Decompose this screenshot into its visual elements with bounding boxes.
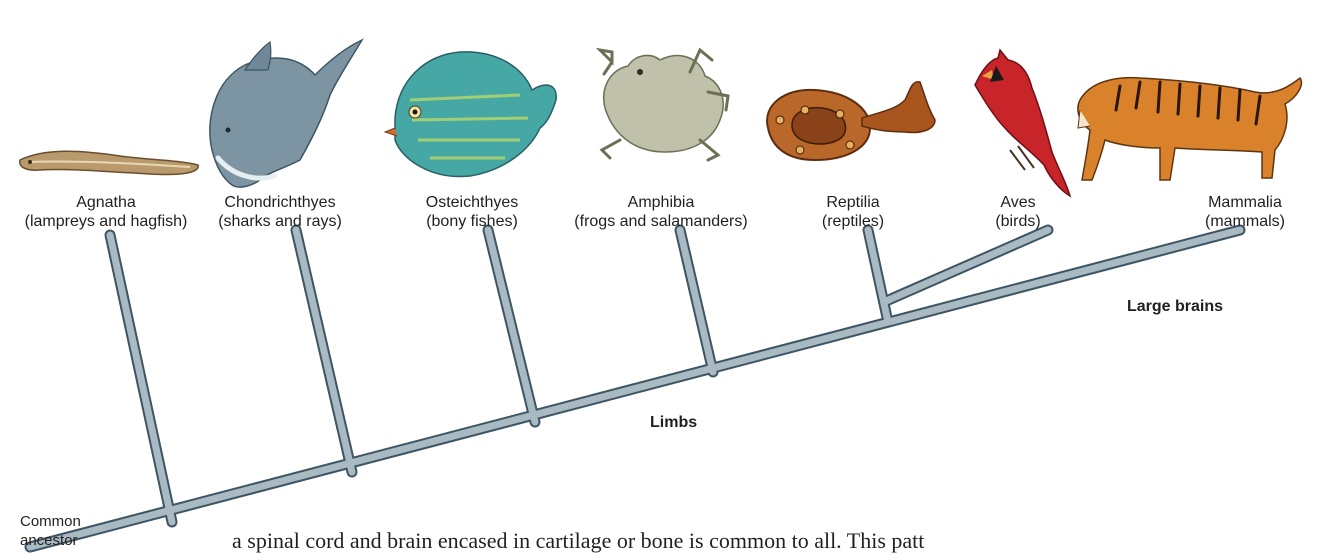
- taxon-common-name: (mammals): [1205, 212, 1285, 231]
- tiger-icon: [1078, 78, 1302, 180]
- main-trunk: [30, 230, 1240, 547]
- taxon-common-name: (reptiles): [822, 212, 884, 231]
- taxon-name: Aves: [995, 193, 1040, 212]
- root-label: Common ancestor: [20, 512, 81, 550]
- snake-icon: [767, 82, 935, 160]
- taxon-label-amphibia: Amphibia (frogs and salamanders): [574, 193, 747, 231]
- lamprey-icon: [20, 151, 198, 174]
- branch-reptilia: [868, 230, 888, 322]
- root-label-line1: Common: [20, 512, 81, 531]
- branch-osteichthyes: [488, 230, 535, 422]
- taxon-name: Osteichthyes: [426, 193, 518, 212]
- taxon-common-name: (sharks and rays): [218, 212, 342, 231]
- cardinal-bird-icon: [975, 50, 1070, 196]
- trait-label-limbs: Limbs: [650, 414, 697, 432]
- taxon-name: Chondrichthyes: [218, 193, 342, 212]
- taxon-common-name: (birds): [995, 212, 1040, 231]
- taxon-name: Amphibia: [574, 193, 747, 212]
- body-text: a spinal cord and brain encased in carti…: [232, 528, 1321, 554]
- branch-lines: [30, 230, 1240, 547]
- taxon-common-name: (bony fishes): [426, 212, 518, 231]
- taxon-label-mammalia: Mammalia (mammals): [1205, 193, 1285, 231]
- branch-agnatha: [110, 235, 172, 522]
- taxon-label-reptilia: Reptilia (reptiles): [822, 193, 884, 231]
- branch-chondrichthyes: [296, 230, 352, 472]
- shark-icon: [210, 40, 362, 187]
- frog-icon: [600, 50, 728, 160]
- taxon-label-osteichthyes: Osteichthyes (bony fishes): [426, 193, 518, 231]
- branch-amphibia: [680, 230, 713, 372]
- taxon-common-name: (lampreys and hagfish): [25, 212, 188, 231]
- taxon-label-chondrichthyes: Chondrichthyes (sharks and rays): [218, 193, 342, 231]
- taxon-common-name: (frogs and salamanders): [574, 212, 747, 231]
- taxon-name: Agnatha: [25, 193, 188, 212]
- bony-fish-icon: [385, 52, 556, 177]
- taxon-label-agnatha: Agnatha (lampreys and hagfish): [25, 193, 188, 231]
- root-label-line2: ancestor: [20, 531, 81, 550]
- trait-label-large-brains: Large brains: [1127, 298, 1223, 316]
- taxon-name: Reptilia: [822, 193, 884, 212]
- taxon-label-aves: Aves (birds): [995, 193, 1040, 231]
- taxon-name: Mammalia: [1205, 193, 1285, 212]
